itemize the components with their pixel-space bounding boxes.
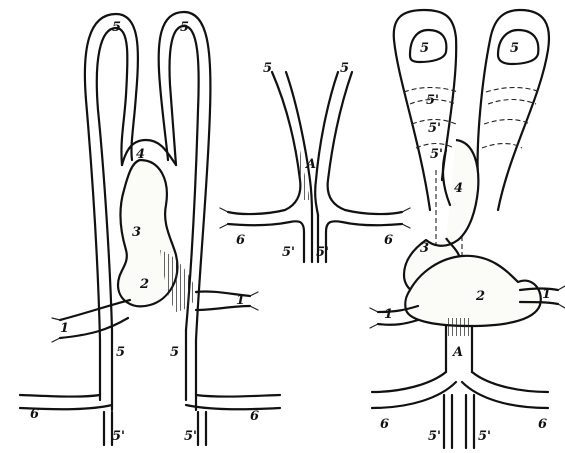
left-label-5prime-b: 5' (184, 429, 197, 444)
left-label-3: 3 (132, 225, 141, 240)
right-label-6b: 6 (538, 417, 547, 432)
left-arm-1-left (60, 300, 130, 338)
right-label-3: 3 (420, 241, 429, 256)
right-label-5b: 5 (510, 41, 519, 56)
right-label-2: 2 (475, 289, 485, 304)
right-label-5prime-top: 5' (426, 93, 439, 108)
right-label-A: A (451, 345, 463, 360)
left-label-2: 2 (139, 277, 149, 292)
right-label-5prime-a: 5' (428, 429, 441, 444)
middle-label-5prime-b: 5' (316, 245, 329, 260)
right-figure: 5 5 5' 5' 5' 4 3 2 1 1 A 6 6 5' 5' (370, 10, 565, 448)
left-label-4: 4 (136, 147, 145, 162)
middle-label-6b: 6 (384, 233, 393, 248)
left-label-5d: 5 (170, 345, 179, 360)
left-label-5c: 5 (116, 345, 125, 360)
left-label-1a: 1 (60, 321, 69, 336)
left-label-6a: 6 (30, 407, 39, 422)
right-label-5a: 5 (420, 41, 429, 56)
middle-left-vessel (228, 72, 312, 215)
right-label-1a: 1 (384, 307, 393, 322)
left-label-1b: 1 (236, 293, 245, 308)
left-label-5prime-a: 5' (112, 429, 125, 444)
left-label-5a: 5 (112, 20, 121, 35)
middle-label-6a: 6 (236, 233, 245, 248)
left-label-5b: 5 (180, 20, 189, 35)
middle-figure: 5 5 A 6 6 5' 5' (220, 61, 410, 262)
middle-label-5prime-a: 5' (282, 245, 295, 260)
right-label-5prime-low: 5' (430, 147, 443, 162)
right-label-1b: 1 (542, 287, 551, 302)
right-label-5prime-b: 5' (478, 429, 491, 444)
middle-label-5a: 5 (263, 61, 272, 76)
middle-label-5b: 5 (340, 61, 349, 76)
middle-right-vessel (315, 72, 402, 215)
right-label-5prime-mid: 5' (428, 121, 441, 136)
right-label-6a: 6 (380, 417, 389, 432)
right-inner-loops (410, 30, 538, 64)
left-figure: 5 5 4 3 2 1 1 5 5 6 6 5' 5' (20, 12, 280, 445)
right-label-4: 4 (454, 181, 463, 196)
left-label-6b: 6 (250, 409, 259, 424)
middle-label-A: A (304, 157, 316, 172)
left-branch-6-right (186, 395, 280, 409)
